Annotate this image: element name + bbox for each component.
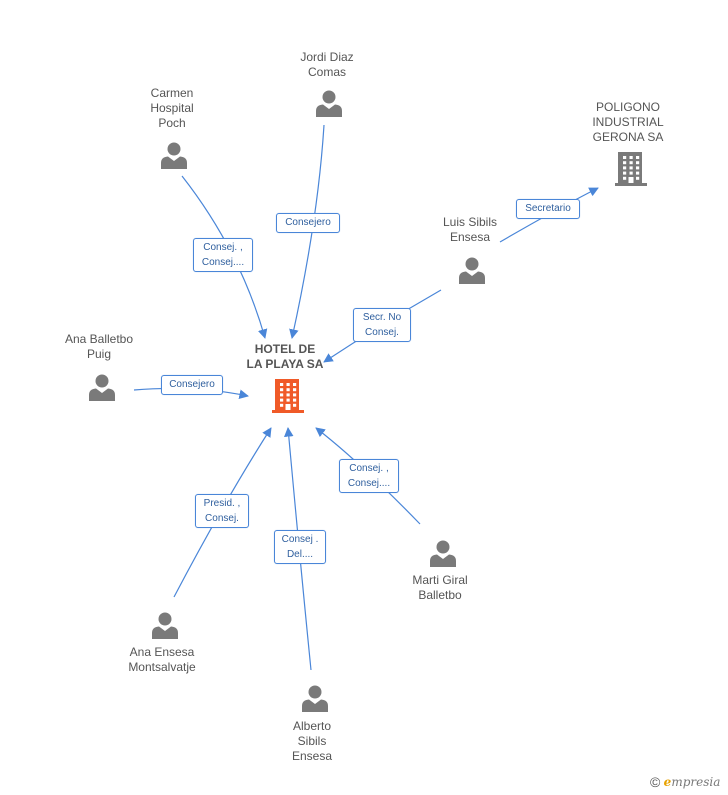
edge-label-luis-center[interactable]: Secr. No Consej.: [353, 308, 411, 342]
node-poligono-icon-window: [623, 171, 627, 175]
edge-label-jordi-center[interactable]: Consejero: [276, 213, 340, 233]
edge-label-luis-poligono[interactable]: Secretario: [516, 199, 580, 219]
node-poligono-icon-window: [623, 166, 627, 170]
node-poligono-name[interactable]: POLIGONO INDUSTRIAL GERONA SA: [592, 100, 664, 144]
brand-logo-e: e: [663, 775, 672, 789]
center-company-name[interactable]: HOTEL DE LA PLAYA SA: [246, 342, 324, 371]
node-marti-icon[interactable]: [430, 540, 456, 568]
node-alberto-icon[interactable]: [302, 685, 328, 713]
center-company-icon-window: [286, 398, 290, 402]
center-company-icon-window: [286, 393, 290, 397]
edge-label-marti-center[interactable]: Consej. , Consej....: [339, 459, 399, 493]
footer-brand: © empresia: [650, 774, 720, 790]
copyright-symbol: ©: [650, 774, 661, 790]
brand-logo-rest: mpresia: [671, 775, 721, 789]
center-company-icon-window: [280, 403, 284, 407]
center-company-icon-window: [286, 388, 290, 392]
node-ana_e-icon[interactable]: [152, 612, 178, 640]
node-jordi-name[interactable]: Jordi Diaz Comas: [300, 50, 354, 79]
node-ana_b-name[interactable]: Ana Balletbo Puig: [64, 332, 134, 361]
node-poligono-icon-window: [629, 161, 633, 165]
node-poligono-icon-door: [628, 177, 634, 183]
node-jordi-icon[interactable]: [316, 90, 342, 118]
brand-logo: empresia: [664, 775, 721, 789]
node-poligono-icon-window: [629, 171, 633, 175]
node-poligono-icon-window: [629, 156, 633, 159]
edge-label-alberto-center[interactable]: Consej . Del....: [274, 530, 326, 564]
node-luis-name[interactable]: Luis Sibils Ensesa: [442, 215, 498, 244]
node-carmen-icon[interactable]: [161, 142, 187, 170]
node-poligono-icon-window: [636, 156, 640, 159]
node-ana_e-name[interactable]: Ana Ensesa Montsalvatje: [128, 645, 196, 674]
center-company-icon-window: [286, 383, 290, 386]
center-company-icon-window: [293, 403, 297, 407]
node-alberto-name[interactable]: Alberto Sibils Ensesa: [291, 719, 333, 763]
edge-label-ana_e-center[interactable]: Presid. , Consej.: [195, 494, 249, 528]
center-company-icon-window: [293, 393, 297, 397]
center-company-icon-window: [293, 383, 297, 386]
node-marti-name[interactable]: Marti Giral Balletbo: [412, 573, 468, 602]
node-poligono-icon-window: [623, 161, 627, 165]
node-poligono-icon-window: [636, 161, 640, 165]
node-carmen-name[interactable]: Carmen Hospital Poch: [150, 86, 194, 130]
center-company-icon-window: [293, 388, 297, 392]
node-ana_b-icon[interactable]: [89, 374, 115, 402]
center-company-icon-window: [280, 393, 284, 397]
node-poligono-icon-window: [636, 166, 640, 170]
center-company-icon-window: [280, 383, 284, 386]
node-poligono-icon-window: [623, 176, 627, 180]
node-poligono-icon-window: [636, 171, 640, 175]
center-company-icon-window: [293, 398, 297, 402]
node-poligono-icon-window: [636, 176, 640, 180]
center-company-icon-door: [285, 404, 291, 410]
edge-label-ana_b-center[interactable]: Consejero: [161, 375, 223, 395]
icons-layer: [89, 90, 647, 713]
center-company-icon-window: [280, 388, 284, 392]
node-luis-icon[interactable]: [459, 257, 485, 285]
center-company-icon-window: [280, 398, 284, 402]
node-poligono-icon-window: [623, 156, 627, 159]
node-poligono-icon-window: [629, 166, 633, 170]
edge-label-carmen-center[interactable]: Consej. , Consej....: [193, 238, 253, 272]
